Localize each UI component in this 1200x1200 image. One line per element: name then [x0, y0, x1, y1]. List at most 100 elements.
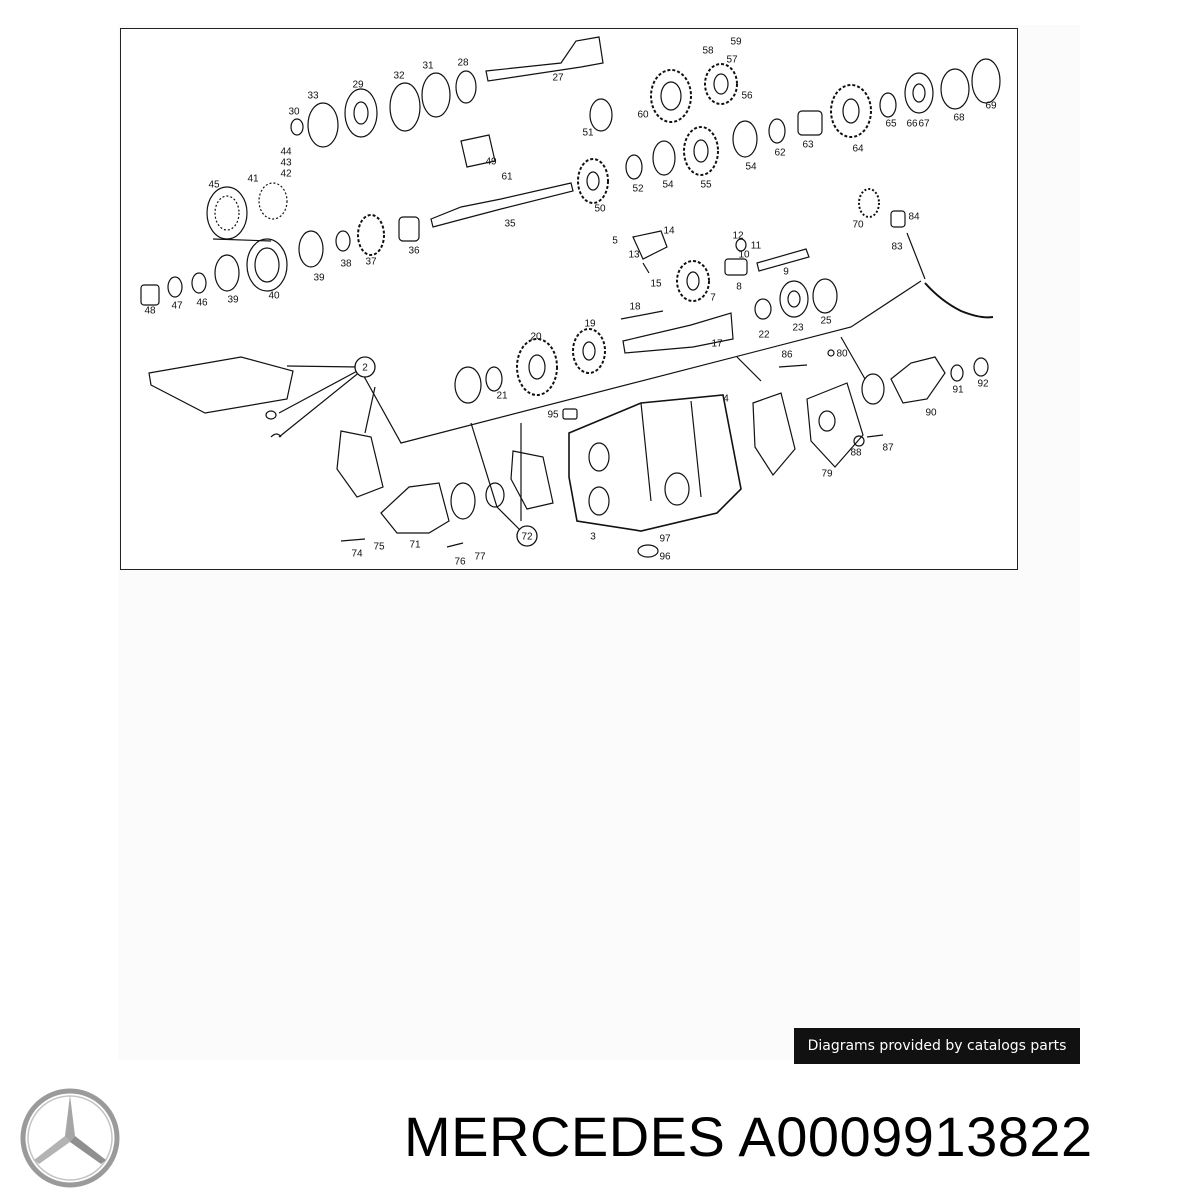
bolt-74: [340, 538, 366, 542]
ring-28: [455, 70, 477, 104]
part-label-97: 97: [659, 534, 671, 545]
part-label-39: 39: [227, 295, 239, 306]
part-label-29: 29: [352, 80, 364, 91]
part-label-17: 17: [711, 339, 723, 350]
callout-72-label: 72: [521, 532, 533, 543]
part-label-48: 48: [144, 306, 156, 317]
part-label-32: 32: [393, 71, 405, 82]
part-label-66: 66: [906, 119, 918, 130]
speedo-cable: [924, 282, 994, 319]
shift-lever: [632, 230, 668, 260]
ring-54a: [732, 120, 758, 158]
callout-72: [516, 525, 538, 547]
part-label-57: 57: [726, 55, 738, 66]
part-label-87: 87: [882, 443, 894, 454]
speedo-gear-70: [858, 188, 880, 218]
part-label-84: 84: [908, 212, 920, 223]
part-label-69: 69: [985, 101, 997, 112]
part-label-35: 35: [504, 219, 516, 230]
part-label-95: 95: [547, 410, 559, 421]
countershaft: [622, 312, 734, 354]
gear-60: [650, 69, 692, 123]
callout-2: [354, 356, 376, 378]
part-label-5: 5: [612, 236, 618, 247]
part-label-62: 62: [774, 148, 786, 159]
gear-19: [572, 328, 606, 374]
ring-gasket: [450, 482, 476, 520]
part-label-39: 39: [313, 273, 325, 284]
part-label-74: 74: [351, 549, 363, 560]
input-shaft: [485, 36, 604, 82]
ring-46: [191, 272, 207, 294]
part-label-44: 44: [280, 147, 292, 158]
part-label-27: 27: [552, 73, 564, 84]
ring-69: [971, 58, 1001, 104]
part-label-49: 49: [485, 157, 497, 168]
shaft-9: [756, 248, 810, 272]
bolt-76: [446, 542, 464, 548]
part-label-33: 33: [307, 91, 319, 102]
part-label-19: 19: [584, 319, 596, 330]
bearing-29: [344, 88, 378, 138]
synchro-45: [206, 186, 248, 240]
part-label-12: 12: [732, 231, 744, 242]
part-label-38: 38: [340, 259, 352, 270]
synchro-40: [246, 238, 288, 292]
ring-33: [307, 102, 339, 148]
part-label-40: 40: [268, 291, 280, 302]
main-shaft: [430, 182, 574, 228]
part-label-90: 90: [925, 408, 937, 419]
ring-10: [735, 238, 747, 252]
part-label-46: 46: [196, 298, 208, 309]
part-label-45: 45: [208, 180, 220, 191]
bearing-21b: [485, 366, 503, 392]
bearing-21a: [454, 366, 482, 404]
speedo-84: [890, 210, 906, 228]
part-label-79: 79: [821, 469, 833, 480]
gear-50: [577, 158, 609, 204]
part-label-77: 77: [474, 552, 486, 563]
part-label-18: 18: [629, 302, 641, 313]
diagram-credit-badge: Diagrams provided by catalogs parts: [794, 1028, 1080, 1064]
bearing-23: [779, 280, 809, 318]
part-label-31: 31: [422, 61, 434, 72]
callout-2-label: 2: [362, 363, 368, 374]
part-label-86: 86: [781, 350, 793, 361]
part-label-37: 37: [365, 257, 377, 268]
ring-54b: [652, 140, 676, 176]
pin-18: [620, 310, 664, 320]
part-label-41: 41: [247, 174, 259, 185]
part-label-71: 71: [409, 540, 421, 551]
gear-55: [683, 126, 719, 176]
nut-92: [973, 357, 989, 377]
part-label-43: 43: [280, 158, 292, 169]
part-label-10: 10: [738, 250, 750, 261]
part-label-30: 30: [288, 107, 300, 118]
ring-30: [290, 118, 304, 136]
speedo-shaft-83: [906, 232, 926, 280]
part-label-67: 67: [918, 119, 930, 130]
rear-gasket: [752, 392, 796, 477]
needle-bearing-63: [797, 110, 823, 136]
gear-20: [516, 338, 558, 396]
gear-56: [704, 63, 738, 105]
part-label-50: 50: [594, 204, 606, 215]
bolt-86: [778, 364, 808, 368]
diagram-drawing: 5958572831322729335630606665676869516263…: [140, 36, 1001, 568]
part-label-4: 4: [723, 394, 729, 405]
rear-housing: [806, 382, 864, 468]
part-label-65: 65: [885, 119, 897, 130]
part-label-52: 52: [632, 184, 644, 195]
part-caption: MERCEDES A0009913822: [404, 1105, 1093, 1168]
part-label-13: 13: [628, 250, 640, 261]
part-label-91: 91: [952, 385, 964, 396]
part-label-11: 11: [751, 241, 762, 252]
ring-25: [812, 278, 838, 314]
part-label-88: 88: [850, 448, 862, 459]
part-label-3: 3: [590, 532, 596, 543]
drain-plug: [637, 544, 659, 558]
part-label-96: 96: [659, 552, 671, 563]
ring-62: [768, 118, 786, 144]
part-label-92: 92: [977, 379, 989, 390]
